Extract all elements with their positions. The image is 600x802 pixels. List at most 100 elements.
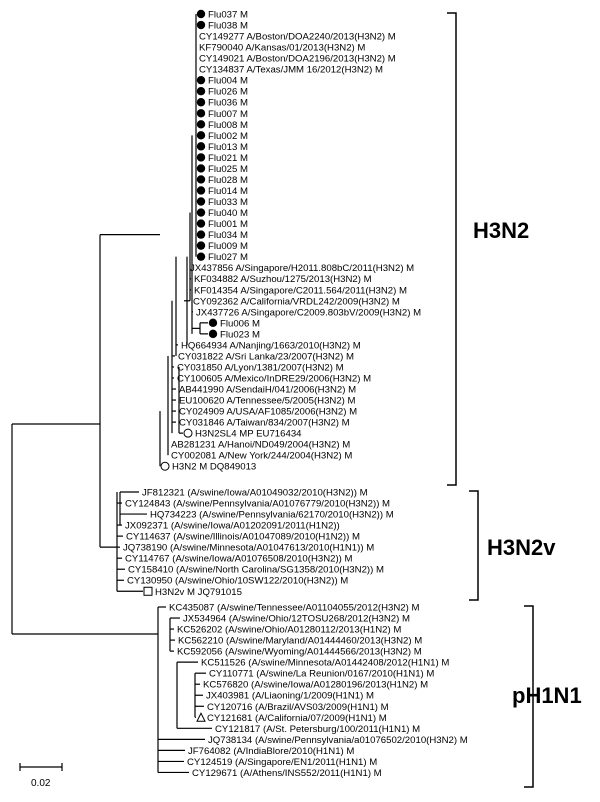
reference-circle-marker [160,461,170,471]
sample-dot-marker [196,175,206,184]
leaf-label: AB441990 A/SendaiH/041/2006(H3N2) M [179,385,356,396]
sample-dot-marker [196,241,206,250]
sample-dot-marker [196,186,206,195]
leaf-label: Flu013 M [208,142,248,153]
leaf-label: Flu025 M [208,164,248,175]
leaf-label: CY092362 A/California/VRDL242/2009(H3N2)… [193,296,400,307]
sample-dot-marker [196,142,206,151]
leaf-label: Flu033 M [208,197,248,208]
sample-dot-marker [208,318,218,328]
leaf-label: HQ734223 (A/swine/Pennsylvania/62170/201… [150,510,394,521]
sample-dot-marker [196,208,206,217]
leaf-label: KF790040 A/Kansas/01/2013(H3N2) M [199,43,365,54]
leaf-label: JQ738134 (A/swine/Pennsylvania/a01076502… [208,735,468,746]
leaf-label: JX437856 A/Singapore/H2011.808bC/2011(H3… [190,263,414,274]
sample-dot-marker [196,87,206,96]
leaf-label: Flu021 M [208,153,248,164]
scale-bar [19,763,63,771]
clade-bracket-ph1n1 [524,605,534,788]
sample-dot-marker [196,98,206,107]
leaf-label: EU100620 A/Tennessee/5/2005(H3N2) M [179,396,356,407]
sample-dot-marker [208,329,218,339]
sample-dot-marker [196,153,206,162]
sample-dot-marker [196,164,206,173]
leaf-label: Flu007 M [208,109,248,120]
leaf-label: CY158410 (A/swine/North Carolina/SG1358/… [128,565,384,576]
leaf-label: CY031846 A/Taiwan/834/2007(H3N2) M [179,418,350,429]
leaf-label: CY149277 A/Boston/DOA2240/2013(H3N2) M [199,32,396,43]
leaf-label: KC592056 (A/swine/Wyoming/A01444566/2013… [177,647,422,658]
leaf-label: Flu014 M [208,186,248,197]
leaf-label: Flu034 M [208,230,248,241]
leaf-label: CY124519 (A/Singapore/EN1/2011(H1N1) M [187,757,377,768]
leaf-label: H3N2SL4 MP EU716434 [195,429,302,440]
leaf-label: KC526202 (A/swine/Ohio/A01280112/2013(H1… [177,625,401,636]
leaf-label: Flu028 M [208,175,248,186]
clade-label-h3n2: H3N2 [473,218,529,243]
leaf-label: CY114637 (A/swine/Illinois/A01047089/201… [126,532,360,543]
leaf-label: KC562210 (A/swine/Maryland/A01444460/201… [178,636,422,647]
leaf-label: Flu006 M [220,318,260,329]
leaf-label: CY100605 A/Mexico/InDRE29/2006(H3N2) M [177,373,371,384]
leaf-label: JX437726 A/Singapore/C2009.803bV/2009(H3… [196,307,421,318]
leaf-label: AB281231 A/Hanoi/ND049/2004(H3N2) M [171,440,350,451]
leaf-label: CY031822 A/Sri Lanka/23/2007(H3N2) M [178,351,354,362]
tree-branches [11,14,212,774]
sample-dot-marker [196,230,206,239]
leaf-label: Flu036 M [208,98,248,109]
sample-dot-marker [196,20,206,30]
leaf-label: JX403981 (A/Liaoning/1/2009(H1N1) M [206,691,374,702]
leaf-label: Flu040 M [208,208,248,219]
leaf-label: JQ738190 (A/swine/Minnesota/A01047613/20… [123,543,374,554]
sample-dot-marker [196,75,206,85]
leaf-label: KC511526 (A/swine/Minnesota/A01442408/20… [201,658,449,669]
leaf-label: Flu008 M [208,120,248,131]
scale-bar-label: 0.02 [31,778,51,789]
leaf-label: JF764082 (A/IndiaBlore/2010(H1N1) M [188,746,354,757]
leaf-label: CY110771 (A/swine/La Reunion/0167/2010(H… [209,669,434,680]
leaf-label: CY121817 (A/St. Petersburg/100/2011(H1N1… [215,724,420,735]
leaf-label: CY121681 (A/California/07/2009(H1N1) M [207,713,387,724]
leaf-label: Flu037 M [208,10,248,21]
leaf-label: HQ664934 A/Nanjing/1663/2010(H3N2) M [181,340,361,351]
leaf-label: JF812321 (A/swine/Iowa/A01049032/2010(H3… [142,488,368,499]
reference-circle-marker [183,428,193,438]
leaf-label: CY149021 A/Boston/DOA2196/2013(H3N2) M [199,54,396,65]
leaf-label: H3N2v M JQ791015 [155,587,242,598]
leaf-label: CY002081 A/New York/244/2004(H3N2) M [171,451,352,462]
leaf-label: Flu002 M [208,131,248,142]
reference-triangle-marker [196,712,206,722]
clade-bracket-h3n2v [469,490,479,601]
leaf-label: Flu004 M [208,76,248,87]
leaf-label: CY024909 A/USA/AF1085/2006(H3N2) M [179,407,357,418]
leaf-label: KF034882 A/Suzhou/1275/2013(H3N2) M [194,274,372,285]
leaf-label: KC435087 (A/swine/Tennessee/A01104055/20… [169,603,419,614]
leaf-label: JX534964 (A/swine/Ohio/12TOSU268/2012(H3… [183,614,410,625]
leaf-label: Flu001 M [208,219,248,230]
leaf-label: Flu026 M [208,87,248,98]
leaf-label: CY124843 (A/swine/Pennsylvania/A01076779… [125,499,390,510]
sample-dot-marker [196,9,206,19]
leaf-label: CY134837 A/Texas/JMM 16/2012(H3N2) M [199,65,383,76]
leaf-label: KF014354 A/Singapore/C2011.564/2011(H3N2… [194,285,407,296]
sample-dot-marker [196,120,206,129]
sample-dot-marker [196,219,206,228]
leaf-label: Flu027 M [208,252,248,263]
leaf-label: CY120716 (A/Brazil/AVS03/2009(H1N1) M [207,702,389,713]
leaf-label: JX092371 (A/swine/Iowa/A01202091/2011(H1… [125,521,340,532]
clade-label-ph1n1: pH1N1 [512,683,582,708]
sample-dot-marker [196,252,206,261]
sample-dot-marker [196,197,206,206]
reference-square-marker [143,586,153,596]
leaf-label: CY114767 (A/swine/Iowa/A01076508/2010(H3… [125,554,353,565]
leaf-label: Flu009 M [208,241,248,252]
leaf-label: Flu023 M [220,329,260,340]
sample-dot-marker [196,109,206,118]
leaf-label: CY031850 A/Lyon/1381/2007(H3N2) M [177,362,344,373]
leaf-label: CY129671 (A/Athens/INS552/2011(H1N1) M [192,768,382,779]
clade-bracket-h3n2 [447,12,457,486]
leaf-label: KC576820 (A/swine/Iowa/A01280196/2013(H1… [203,680,428,691]
clade-label-h3n2v: H3N2v [487,535,556,560]
